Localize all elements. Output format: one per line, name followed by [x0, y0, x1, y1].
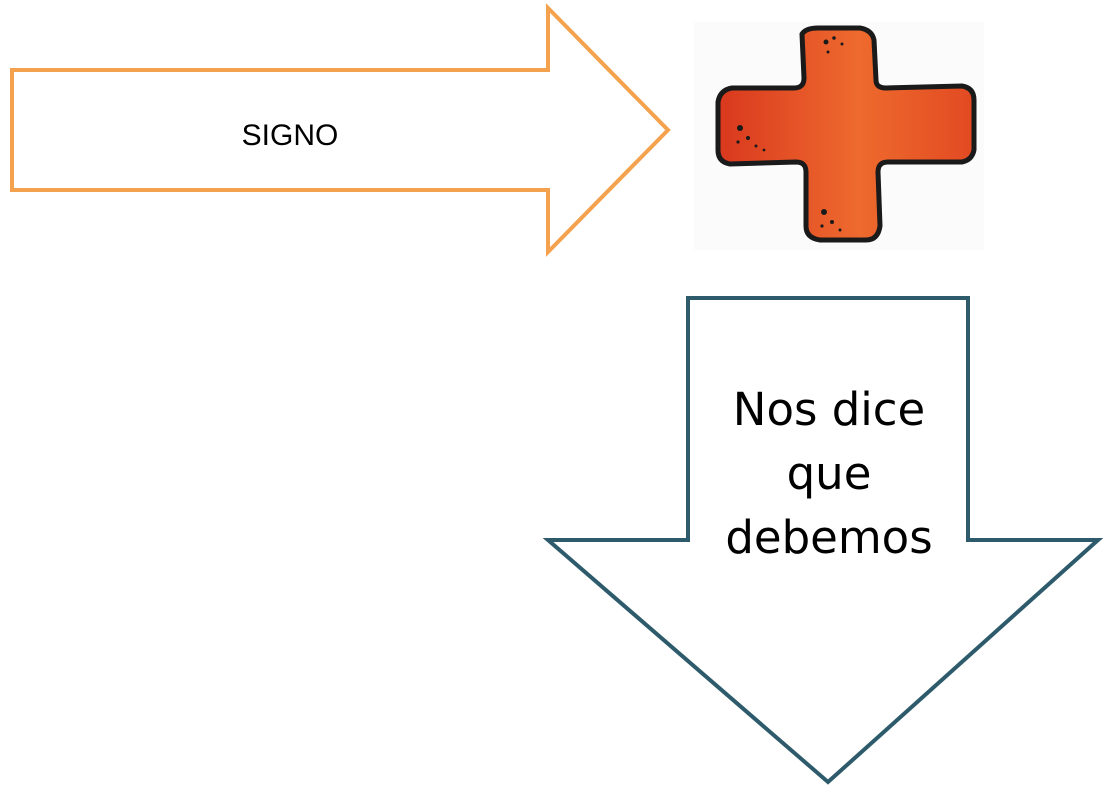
- plus-sign-icon: [694, 22, 984, 250]
- down-arrow-line-2: que: [786, 447, 872, 500]
- down-arrow-shape: [542, 296, 1103, 785]
- right-arrow-shape: [10, 3, 671, 257]
- down-arrow-text: Nos dice que debemos: [692, 378, 966, 570]
- signo-label: SIGNO: [241, 119, 339, 152]
- down-arrow-line-3: debemos: [725, 511, 933, 564]
- down-arrow-line-1: Nos dice: [732, 383, 926, 436]
